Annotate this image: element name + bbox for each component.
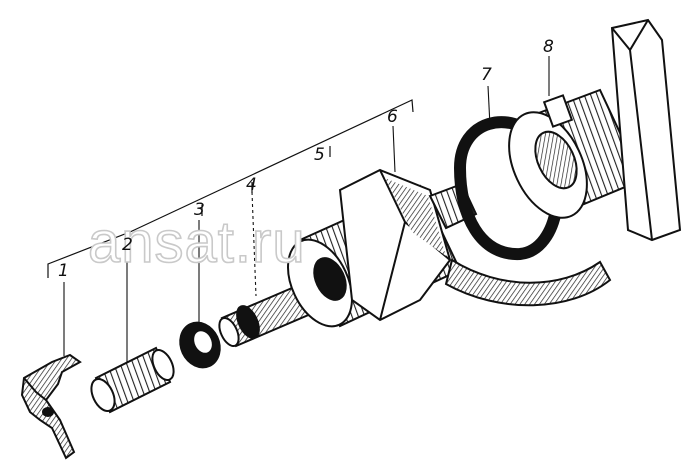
coil-spring-part [90,346,175,414]
part-label-5: 5 [314,145,325,165]
part-label-2: 2 [122,235,133,255]
washer-part [179,321,221,369]
part-label-1: 1 [58,261,69,281]
watermark: ansat.ru [88,210,306,275]
cap-part [508,18,682,242]
part-label-4: 4 [246,175,257,195]
part-label-6: 6 [387,107,398,127]
spring-clip-part [20,353,82,460]
part-label-3: 3 [194,200,205,220]
part-label-7: 7 [481,65,492,85]
part-label-8: 8 [543,37,554,57]
label-bracket [47,99,414,278]
